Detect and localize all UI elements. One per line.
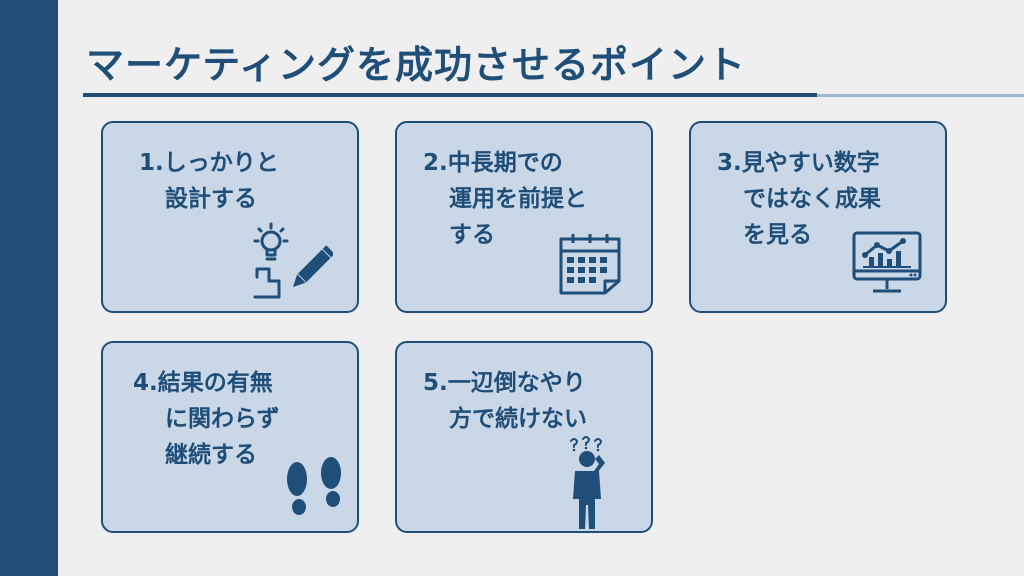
point-card-1-text: 1.しっかりと 設計する bbox=[103, 145, 357, 217]
point-card-3-line-2: ではなく成果 bbox=[743, 186, 881, 212]
point-card-5-line-2: 方で続けない bbox=[449, 406, 587, 432]
point-card-4-text: 4.結果の有無 に関わらず 継続する bbox=[103, 365, 357, 473]
title-underline bbox=[83, 93, 817, 97]
calendar-icon bbox=[559, 234, 621, 295]
monitor-chart-icon bbox=[852, 231, 922, 293]
side-accent-bar bbox=[0, 0, 58, 576]
point-card-1: 1.しっかりと 設計する bbox=[101, 121, 359, 313]
point-card-2-line-1: 2.中長期での bbox=[423, 150, 563, 176]
point-card-2-line-3: する bbox=[449, 222, 495, 248]
point-card-4-line-1: 4.結果の有無 bbox=[133, 370, 273, 396]
point-card-5-line-1: 5.一辺倒なやり bbox=[423, 370, 586, 396]
point-card-5: 5.一辺倒なやり 方で続けない bbox=[395, 341, 653, 533]
point-card-2-line-2: 運用を前提と bbox=[449, 186, 587, 212]
point-card-3-line-3: を見る bbox=[743, 222, 812, 248]
point-card-1-line-2: 設計する bbox=[165, 186, 257, 212]
confused-person-icon bbox=[570, 436, 605, 529]
point-card-2-text: 2.中長期での 運用を前提と する bbox=[397, 145, 651, 253]
point-card-4: 4.結果の有無 に関わらず 継続する bbox=[101, 341, 359, 533]
lightbulb-pencil-icon bbox=[253, 222, 333, 299]
point-card-3-text: 3.見やすい数字 ではなく成果 を見る bbox=[691, 145, 945, 253]
point-card-4-line-2: に関わらず bbox=[165, 406, 280, 432]
point-card-1-line-1: 1.しっかりと bbox=[139, 150, 279, 176]
point-card-4-line-3: 継続する bbox=[165, 442, 257, 468]
point-card-3: 3.見やすい数字 ではなく成果 を見る bbox=[689, 121, 947, 313]
footprints-icon bbox=[287, 457, 341, 515]
slide-title: マーケティングを成功させるポイント bbox=[86, 43, 746, 87]
title-underline-extension bbox=[817, 94, 1024, 97]
point-card-3-line-1: 3.見やすい数字 bbox=[717, 150, 880, 176]
point-card-2: 2.中長期での 運用を前提と する bbox=[395, 121, 653, 313]
point-card-5-text: 5.一辺倒なやり 方で続けない bbox=[397, 365, 651, 437]
